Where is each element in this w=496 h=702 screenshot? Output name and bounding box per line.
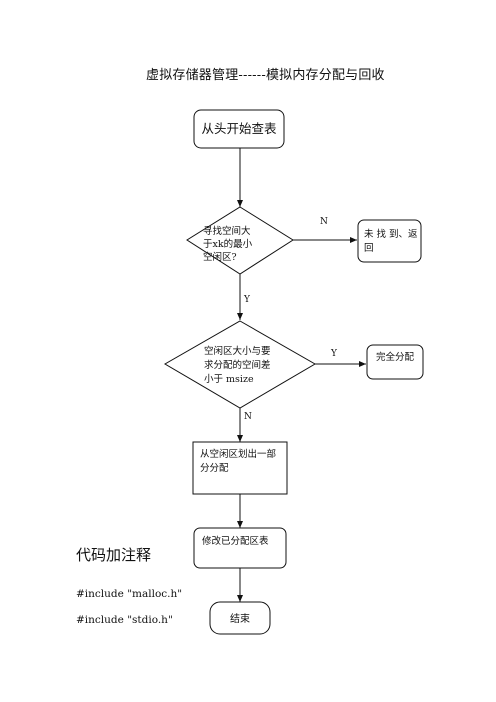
decision2-label-line1: 空闲区大小与要 bbox=[204, 345, 271, 357]
not-found-label-line1: 未 找 到、返 bbox=[364, 228, 418, 240]
decision2-label-line2: 求分配的空间差 bbox=[204, 359, 271, 371]
decision1-no-label: N bbox=[320, 217, 328, 227]
decision1-label-line1: 寻找空间大 bbox=[203, 225, 251, 237]
decision2-node bbox=[164, 320, 316, 409]
modify-table-node bbox=[193, 527, 287, 569]
partial-alloc-label-line2: 分分配 bbox=[200, 463, 229, 474]
decision2-label-line3: 小于 msize bbox=[204, 374, 254, 385]
decision1-yes-label: Y bbox=[243, 295, 251, 305]
end-node-label: 结束 bbox=[230, 612, 250, 625]
not-found-node bbox=[357, 219, 422, 263]
code-line-2: #include "stdio.h" bbox=[76, 614, 173, 626]
code-line-1: #include "malloc.h" bbox=[76, 588, 183, 600]
decision1-label-line3: 空闲区? bbox=[203, 251, 237, 263]
start-node bbox=[193, 109, 285, 149]
full-alloc-label: 完全分配 bbox=[376, 351, 415, 363]
full-alloc-node bbox=[366, 344, 424, 380]
section-heading: 代码加注释 bbox=[76, 546, 152, 564]
partial-alloc-label-line1: 从空闲区划出一部 bbox=[200, 448, 276, 460]
start-node-label: 从头开始查表 bbox=[201, 121, 277, 136]
decision1-node bbox=[186, 206, 294, 275]
end-node bbox=[209, 601, 271, 635]
modify-table-label: 修改已分配区表 bbox=[202, 535, 269, 547]
decision1-label-line2: 于xk的最小 bbox=[203, 238, 253, 250]
decision2-yes-label: Y bbox=[330, 349, 338, 359]
partial-alloc-node bbox=[192, 441, 288, 495]
decision2-no-label: N bbox=[244, 412, 252, 422]
not-found-label-line2: 回 bbox=[364, 243, 374, 254]
page-title: 虚拟存储器管理------模拟内存分配与回收 bbox=[146, 68, 385, 83]
